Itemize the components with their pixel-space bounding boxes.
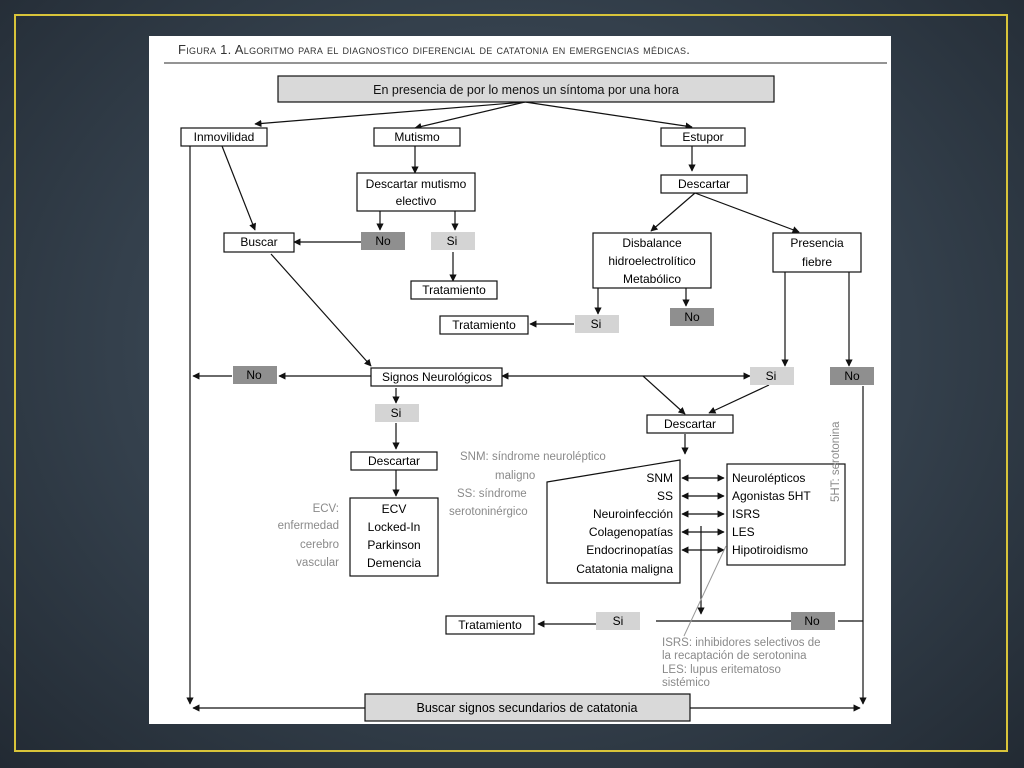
node-no-fiebre	[830, 367, 874, 385]
node-si-disbalance-label: Si	[591, 317, 602, 331]
node-tratamiento-2-label: Tratamiento	[452, 318, 516, 332]
node-ecv-list	[349, 497, 439, 577]
note-isrs: la recaptación de serotonina	[662, 650, 807, 662]
note-serotonina: 5HT: serotonina	[830, 421, 842, 502]
note-ecv: ECV:	[313, 503, 339, 515]
end-label: Buscar signos secundarios de catatonia	[417, 701, 638, 715]
node-si-signos	[375, 404, 419, 422]
node-si-disbalance	[575, 315, 619, 333]
node-presencia-fiebre-line1: Presencia	[790, 236, 844, 250]
note-ecv: cerebro	[300, 539, 339, 551]
node-descartar-estupor-label: Descartar	[678, 177, 730, 191]
ecv-list-item: Parkinson	[367, 538, 420, 552]
note-ecv: vascular	[296, 557, 339, 569]
node-tratamiento-1-label: Tratamiento	[422, 283, 486, 297]
flowchart: Figura 1. Algoritmo para el diagnostico …	[164, 42, 887, 722]
node-disbalance-line2: hidroelectrolítico	[608, 254, 696, 268]
figure-title: Figura 1. Algoritmo para el diagnostico …	[178, 42, 690, 57]
note-les: sistémico	[662, 677, 710, 689]
node-si-mutismo-label: Si	[447, 234, 458, 248]
ecv-list-item: Demencia	[367, 556, 421, 570]
drug-list-item: LES	[732, 525, 755, 539]
node-diff-list	[546, 459, 681, 584]
node-estupor	[660, 127, 746, 147]
end-box	[364, 693, 691, 722]
node-no-signos	[233, 366, 277, 384]
node-descartar-mutismo-line1: Descartar mutismo	[366, 177, 467, 191]
node-si-fiebre-label: Si	[766, 369, 777, 383]
node-signos-neurologicos-label: Signos Neurológicos	[382, 370, 492, 384]
node-descartar-mutismo	[356, 172, 476, 212]
node-drug-list	[726, 463, 846, 566]
node-descartar-right-label: Descartar	[664, 417, 716, 431]
start-label: En presencia de por lo menos un síntoma …	[373, 83, 679, 97]
diff-list-item: Neuroinfección	[593, 507, 673, 521]
node-mutismo-label: Mutismo	[394, 130, 440, 144]
note-ss: serotoninérgico	[449, 506, 528, 518]
note-les: LES: lupus eritematoso	[662, 664, 781, 676]
note-snm: maligno	[495, 470, 535, 482]
node-tratamiento-3-label: Tratamiento	[458, 618, 522, 632]
node-no-disbalance-label: No	[684, 310, 700, 324]
node-mutismo	[373, 127, 461, 147]
node-inmovilidad	[180, 127, 268, 147]
node-descartar-right	[646, 414, 734, 434]
node-descartar-estupor	[660, 174, 748, 194]
drug-list-item: Agonistas 5HT	[732, 489, 811, 503]
node-buscar-label: Buscar	[240, 235, 277, 249]
drug-list-item: Hipotiroidismo	[732, 543, 808, 557]
node-presencia-fiebre	[772, 232, 862, 273]
node-no-fiebre-label: No	[844, 369, 860, 383]
note-isrs: ISRS: inhibidores selectivos de	[662, 637, 821, 649]
node-si-mutismo	[431, 232, 475, 250]
diff-list-item: Catatonia maligna	[576, 562, 673, 576]
drug-list-item: ISRS	[732, 507, 760, 521]
node-disbalance-line3: Metabólico	[623, 272, 681, 286]
node-disbalance-line1: Disbalance	[622, 236, 682, 250]
node-tratamiento-1	[410, 280, 498, 300]
node-no-mutismo-label: No	[375, 234, 391, 248]
node-descartar-left-label: Descartar	[368, 454, 420, 468]
diff-list-item: SS	[657, 489, 673, 503]
node-tratamiento-3	[445, 615, 535, 635]
slide-frame	[14, 14, 1008, 752]
diff-list-item: SNM	[646, 471, 673, 485]
node-no-mutismo	[361, 232, 405, 250]
ecv-list-item: ECV	[382, 502, 407, 516]
note-ecv: enfermedad	[278, 520, 339, 532]
node-presencia-fiebre-line2: fiebre	[802, 255, 832, 269]
node-si-fiebre	[750, 367, 794, 385]
node-no-bottom-label: No	[804, 614, 820, 628]
node-si-bottom-label: Si	[613, 614, 624, 628]
diff-list-item: Endocrinopatías	[586, 543, 673, 557]
node-si-signos-label: Si	[391, 406, 402, 420]
node-descartar-left	[350, 451, 438, 471]
note-snm: SNM: síndrome neuroléptico	[460, 451, 606, 463]
note-ss: SS: síndrome	[457, 488, 527, 500]
ecv-list-item: Locked-In	[368, 520, 421, 534]
node-si-bottom	[596, 612, 640, 630]
node-signos-neurologicos	[370, 367, 503, 387]
node-disbalance	[592, 232, 712, 289]
drug-list-item: Neurolépticos	[732, 471, 805, 485]
node-descartar-mutismo-line2: electivo	[396, 194, 437, 208]
node-estupor-label: Estupor	[682, 130, 723, 144]
diff-list-item: Colagenopatías	[589, 525, 673, 539]
node-no-bottom	[791, 612, 835, 630]
node-inmovilidad-label: Inmovilidad	[194, 130, 255, 144]
node-no-disbalance	[670, 308, 714, 326]
node-buscar	[223, 232, 295, 253]
node-no-signos-label: No	[246, 368, 262, 382]
node-tratamiento-2	[439, 315, 529, 335]
figure-panel: Figura 1. Algoritmo para el diagnostico …	[149, 36, 891, 724]
start-box	[277, 75, 775, 103]
